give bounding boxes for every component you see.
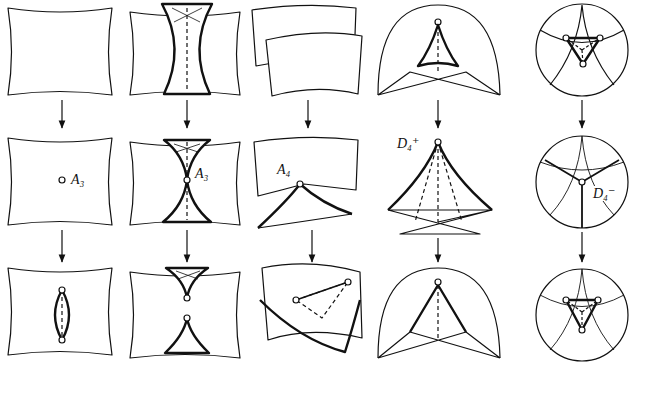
beak-column xyxy=(130,4,240,358)
caustic-curve xyxy=(566,300,598,330)
caustic-curve xyxy=(165,318,209,353)
point-mark xyxy=(536,136,628,228)
caustic-curve xyxy=(388,210,492,234)
point-mark xyxy=(563,35,569,41)
caustic-curve xyxy=(258,214,352,228)
singularity-label: A₃ xyxy=(194,166,209,181)
stroke-line xyxy=(437,238,438,262)
stroke-line xyxy=(61,230,62,262)
stroke-line xyxy=(174,144,198,152)
point-mark xyxy=(580,61,586,67)
pyramid-column xyxy=(378,5,500,358)
caustic-curve xyxy=(378,332,500,358)
stroke-line xyxy=(178,271,200,279)
stroke-line xyxy=(61,290,62,340)
caustic-curve xyxy=(162,4,212,94)
caustic-curve xyxy=(418,25,458,66)
stroke-line xyxy=(186,230,187,262)
point-mark xyxy=(345,279,351,285)
caustic-curve xyxy=(8,4,628,361)
stroke-line xyxy=(581,232,582,262)
stroke-line xyxy=(176,144,200,152)
point-mark xyxy=(597,35,603,41)
point-mark xyxy=(435,139,441,145)
stroke-line xyxy=(186,8,187,92)
point-mark xyxy=(184,315,190,321)
point-mark xyxy=(59,177,65,183)
caustic-curve xyxy=(260,300,360,352)
point-mark xyxy=(59,287,65,293)
caustic-curve xyxy=(8,138,112,225)
caustic-curve xyxy=(166,268,208,298)
caustic-curve xyxy=(262,264,362,340)
caustic-curve xyxy=(566,300,598,330)
stroke-line xyxy=(174,8,202,22)
caustic-curve xyxy=(545,160,619,228)
point-mark xyxy=(184,177,190,183)
swallowtail-column xyxy=(252,5,362,352)
caustic-curve xyxy=(55,290,69,340)
point-mark xyxy=(435,279,441,285)
stroke-line xyxy=(61,100,62,128)
umbilic-column xyxy=(536,4,628,361)
stroke-line xyxy=(296,282,348,300)
caustic-curve xyxy=(8,268,112,355)
singularity-label: A₄ xyxy=(276,162,291,177)
singularity-label: A₃ xyxy=(70,172,85,187)
stroke-line xyxy=(186,100,187,128)
point-mark xyxy=(563,297,569,303)
point-mark xyxy=(293,297,299,303)
stroke-line xyxy=(437,285,438,338)
point-mark xyxy=(184,295,190,301)
caustic-curve xyxy=(8,8,112,95)
point-mark xyxy=(595,297,601,303)
caustic-curve xyxy=(378,5,500,95)
caustic-curve xyxy=(378,72,500,95)
caustic-curve xyxy=(266,33,362,96)
caustic-curve xyxy=(566,38,600,64)
caustic-curve xyxy=(540,5,624,85)
caustic-curve xyxy=(540,269,624,350)
stroke-line xyxy=(172,8,200,22)
point-mark xyxy=(579,327,585,333)
stroke-line xyxy=(437,25,438,72)
caustic-curve xyxy=(296,282,348,318)
stroke-line xyxy=(437,100,438,128)
stroke-line xyxy=(176,271,198,279)
point-mark xyxy=(59,337,65,343)
stroke-line xyxy=(307,100,308,128)
caustic-curve xyxy=(300,184,352,214)
lips-column xyxy=(8,8,112,355)
caustic-curve xyxy=(258,184,300,228)
transition-arrows xyxy=(62,100,582,262)
stroke-line xyxy=(311,230,312,262)
caustic-curve xyxy=(378,268,500,358)
singularity-label: D₄⁻ xyxy=(592,186,616,201)
caustic-curve xyxy=(254,137,358,196)
caustic-curve xyxy=(388,142,492,210)
point-mark xyxy=(297,181,303,187)
caustic-curve xyxy=(566,38,600,64)
stroke-line xyxy=(581,100,582,128)
point-mark xyxy=(536,4,628,96)
singularity-label: D₄⁺ xyxy=(396,136,420,151)
point-mark xyxy=(579,179,585,185)
point-mark xyxy=(536,269,628,361)
